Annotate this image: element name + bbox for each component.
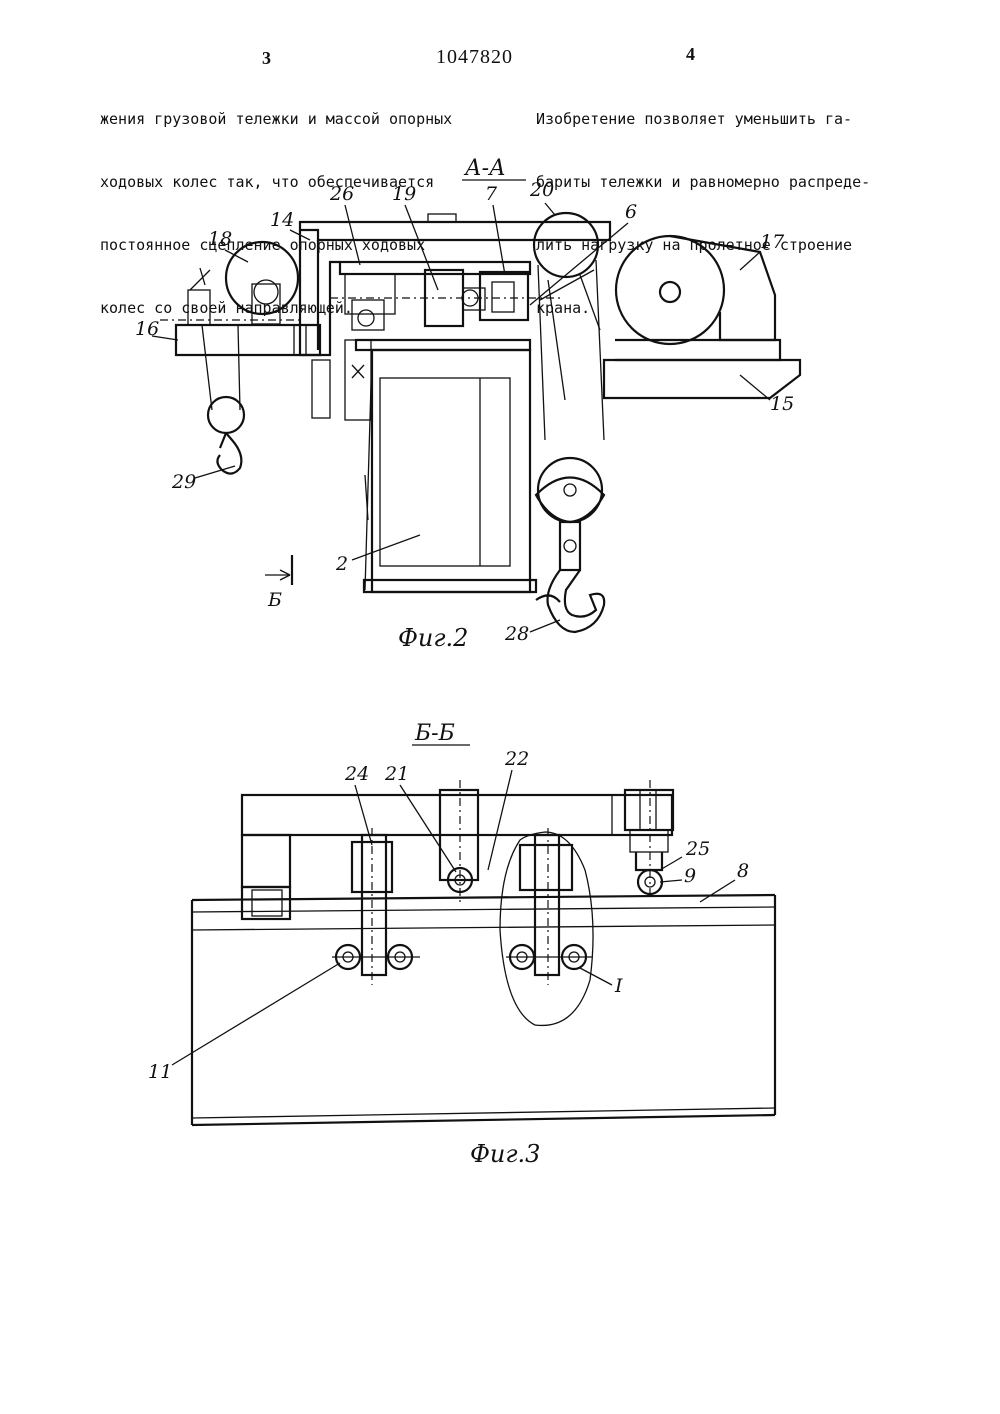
text-line: жения грузовой тележки и массой опорных [100, 110, 453, 128]
page-number-left: 3 [262, 48, 271, 68]
text-line: бариты тележки и равномерно распреде- [536, 173, 871, 191]
text-line: крана. [536, 299, 591, 317]
figure-2-drawing: А-А [135, 156, 802, 652]
text-line: Изобретение позволяет уменьшить га- [536, 110, 853, 128]
figure-2-caption: Фиг.2 [398, 624, 468, 652]
part-label: 21 [384, 763, 409, 785]
part-label: 15 [770, 393, 794, 415]
figure-3-drawing: Б-Б [148, 721, 777, 1168]
part-label: 29 [171, 471, 196, 493]
part-label: 17 [760, 231, 785, 253]
part-label: 16 [135, 318, 159, 340]
part-label: 9 [684, 865, 696, 887]
left-text-column: жения грузовой тележки и массой опорных … [100, 67, 452, 340]
part-label: 14 [270, 209, 294, 231]
page-number-right: 4 [686, 44, 695, 64]
document-number: 1047820 [436, 46, 513, 68]
part-label: 8 [737, 860, 749, 882]
part-label: 7 [485, 183, 498, 205]
figure-3-caption: Фиг.3 [470, 1140, 540, 1168]
part-label: 26 [329, 183, 354, 205]
part-label: 20 [529, 179, 554, 201]
part-label: 19 [392, 183, 416, 205]
section-label-a-a: А-А [463, 156, 506, 181]
part-label: 22 [504, 748, 529, 770]
part-label: 2 [335, 553, 348, 575]
text-line: ходовых колес так, что обеспечивается [100, 173, 435, 191]
part-label: 6 [625, 201, 637, 223]
text-line: колес со своей направляющей. [100, 299, 353, 317]
view-mark-b: Б [267, 589, 282, 611]
part-label: I [614, 975, 623, 997]
section-label-b-b: Б-Б [414, 721, 455, 746]
part-label: 25 [685, 838, 710, 860]
part-label: 28 [504, 623, 529, 645]
part-label: 18 [208, 228, 232, 250]
part-label: 24 [344, 763, 369, 785]
part-label: 11 [148, 1061, 172, 1083]
